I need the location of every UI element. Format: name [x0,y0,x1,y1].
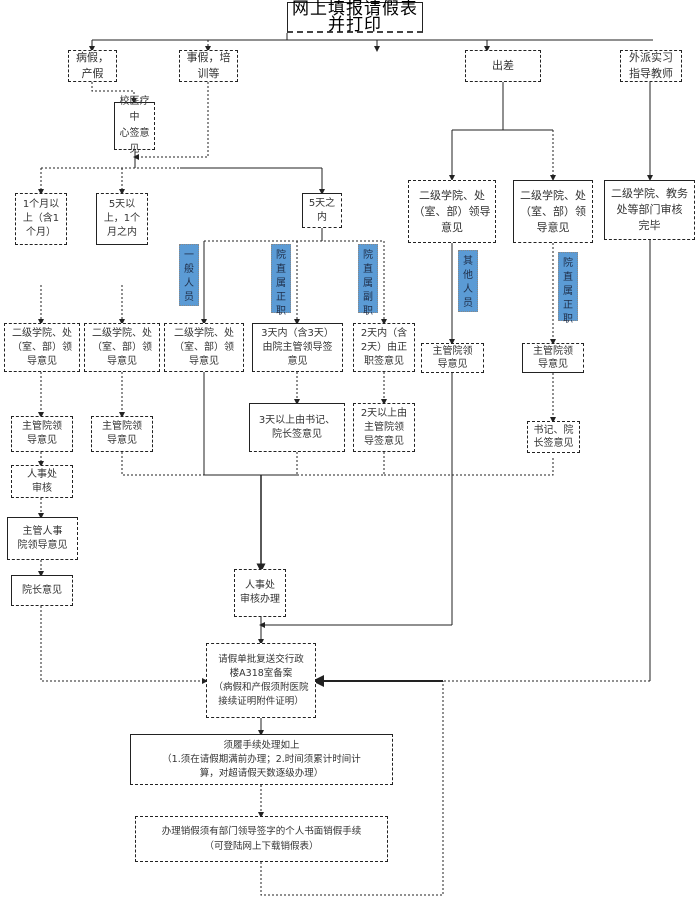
hr-process-box: 人事处 审核办理 [234,569,286,617]
sick-maternity-leave-box: 病假，产假 [68,50,117,82]
intern-review-done-box: 二级学院、教务 处等部门审核 完毕 [604,180,695,240]
secretary-president-box-2: 书记、院 长签意见 [527,421,580,453]
dept-leader-box-c: 二级学院、处 （室、部）领 导意见 [164,323,244,372]
vp-opinion-box-b: 主管院领 导意见 [91,416,153,452]
dept-leader-box-b: 二级学院、处 （室、部）领 导意见 [84,323,160,372]
five-days-to-month-box: 5天以 上，1个 月之内 [96,193,148,245]
business-dept-leader-a: 二级学院、处 （室、部）领导 意见 [408,180,496,243]
tag-direct-chief: 院 直 属 正 职 [271,244,291,317]
three-days-vp-sign-box: 3天内（含3天） 由院主管领导签 意见 [252,323,343,372]
tag-general-staff: 一 般 人 员 [179,244,199,306]
tag-other-staff: 其 他 人 员 [458,250,478,312]
submit-record-box: 请假单批复送交行政 楼A318室备案 （病假和产假须附医院 接续证明附件证明） [206,643,316,718]
two-days-chief-sign-box: 2天内（含 2天）由正 职签意见 [353,323,415,372]
tag-direct-chief-2: 院 直 属 正 职 [558,252,578,325]
president-opinion-box: 院长意见 [11,575,73,606]
tag-direct-deputy: 院 直 属 副 职 [358,244,378,317]
hospital-sign-box: 校医疗中 心签意见 [114,96,155,155]
hr-vp-opinion-box: 主管人事 院领导意见 [7,517,78,560]
secretary-president-box: 3天以上由书记、 院长签意见 [249,403,345,452]
page-title: 网上填报请假表并打印 [287,1,423,34]
business-trip-box: 出差 [465,50,541,82]
cancel-leave-box: 办理销假须有部门领导签字的个人书面销假手续 （可登陆网上下载销假表） [135,816,388,862]
vp-opinion-box-a: 主管院领 导意见 [11,416,73,452]
hr-review-box: 人事处 审核 [11,465,73,498]
over-two-days-vp-box: 2天以上由 主管院领 导签意见 [353,403,415,452]
vp-opinion-box-other: 主管院领 导意见 [421,343,484,373]
within-five-days-box: 5天之 内 [302,193,342,228]
personal-training-leave-box: 事假，培训等 [179,50,238,82]
dept-leader-box-a: 二级学院、处 （室、部）领 导意见 [4,323,80,372]
business-dept-leader-b: 二级学院、处 （室、部）领 导意见 [513,180,593,243]
procedure-notice-box: 须履手续处理如上 （1.须在请假期满前办理；2.时间须累计时间计 算，对超请假天… [130,734,393,785]
over-one-month-box: 1个月以 上（含1 个月） [15,193,67,245]
vp-opinion-box-chief: 主管院领 导意见 [522,343,584,373]
intern-instructor-box: 外派实习 指导教师 [620,50,682,82]
